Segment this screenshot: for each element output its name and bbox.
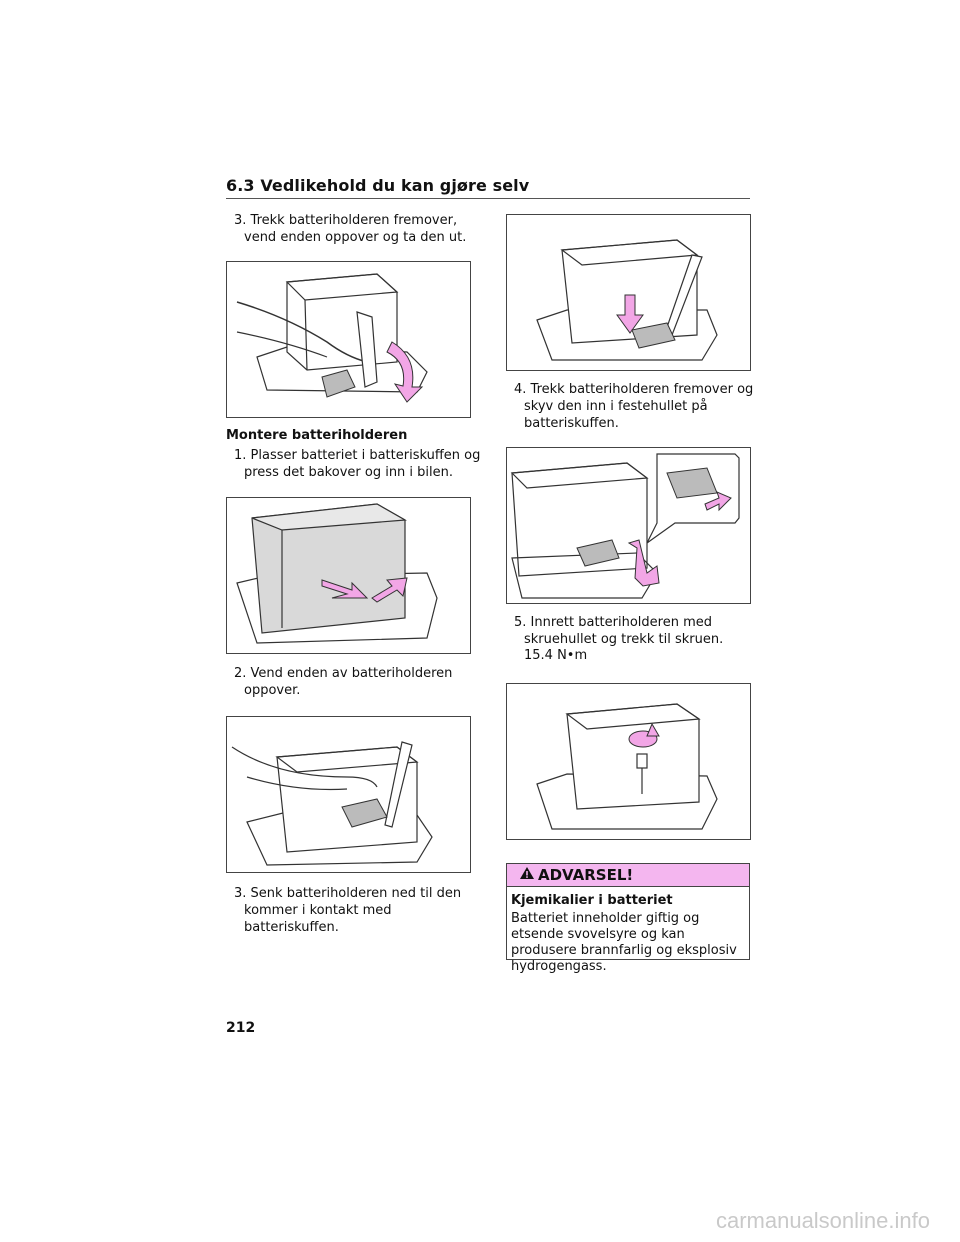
- figure-remove-holder: [226, 261, 471, 418]
- figure-tighten-bolt: [506, 683, 751, 840]
- figure-flip-holder: [226, 716, 471, 873]
- step-4-push: 4. Trekk batteriholderen fremover og sky…: [506, 381, 768, 432]
- warning-icon: [519, 866, 535, 884]
- warning-label: ADVARSEL!: [538, 866, 634, 884]
- step-text: Vend enden av batteriholderen oppover.: [244, 666, 453, 698]
- step-text: Senk batteriholderen ned til den kommer …: [244, 886, 462, 935]
- subheading-install: Montere batteriholderen: [226, 428, 408, 443]
- step-5-tighten: 5. Innrett batteriholderen med skruehull…: [506, 614, 768, 648]
- step-text: Trekk batteriholderen fremover, vend end…: [244, 213, 467, 245]
- step-3-remove: 3. Trekk batteriholderen fremover, vend …: [226, 212, 488, 246]
- warning-text: Batteriet inneholder giftig og etsende s…: [511, 911, 737, 974]
- figure-push-holder: [506, 447, 751, 604]
- step-2-flip: 2. Vend enden av batteriholderen oppover…: [226, 665, 488, 699]
- step-number: 2.: [234, 666, 247, 681]
- step-text: Innrett batteriholderen med skruehullet …: [524, 615, 724, 647]
- section-header: 6.3 Vedlikehold du kan gjøre selv: [226, 176, 750, 199]
- step-1-place: 1. Plasser batteriet i batteriskuffen og…: [226, 447, 488, 481]
- step-number: 3.: [234, 213, 247, 228]
- figure-place-battery: [226, 497, 471, 654]
- torque-value: 15.4 N•m: [524, 648, 588, 663]
- step-number: 1.: [234, 448, 247, 463]
- watermark: carmanualsonline.info: [715, 1208, 930, 1233]
- figure-lower-holder: [506, 214, 751, 371]
- step-text: Plasser batteriet i batteriskuffen og pr…: [244, 448, 481, 480]
- step-text: Trekk batteriholderen fremover og skyv d…: [524, 382, 754, 431]
- warning-title: Kjemikalier i batteriet: [511, 893, 673, 908]
- warning-header: ADVARSEL!: [507, 864, 749, 887]
- step-3-lower: 3. Senk batteriholderen ned til den komm…: [226, 885, 488, 936]
- step-number: 3.: [234, 886, 247, 901]
- warning-box: ADVARSEL! Kjemikalier i batteriet Batter…: [506, 863, 750, 974]
- step-number: 4.: [514, 382, 527, 397]
- page-number: 212: [226, 1020, 256, 1036]
- step-number: 5.: [514, 615, 527, 630]
